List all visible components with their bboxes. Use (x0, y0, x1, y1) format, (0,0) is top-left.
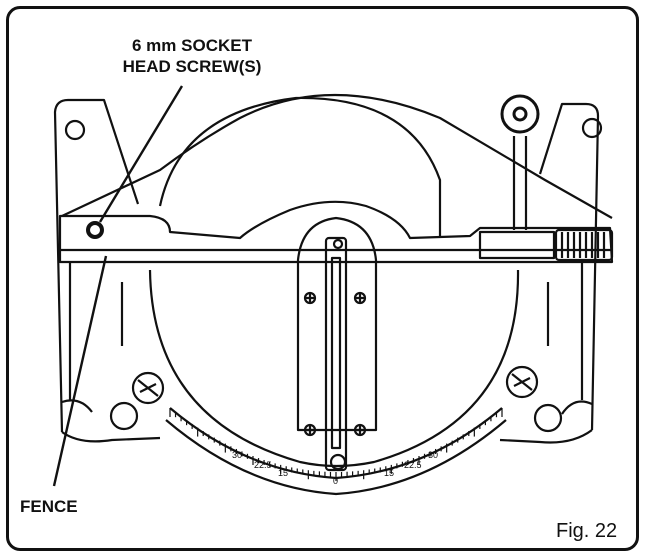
plate-screw (303, 291, 317, 305)
fence-leader-line (52, 255, 108, 487)
socket-screw-label-line2: HEAD SCREW(S) (122, 57, 262, 76)
socket-screw-callout: 6 mm SOCKET HEAD SCREW(S) (92, 35, 292, 77)
right-ear-hole-top (581, 117, 603, 139)
left-ear-hole-bottom (109, 401, 139, 431)
plate-screw (303, 423, 317, 437)
scale-label: 30 (428, 450, 438, 460)
left-mounting-ear (53, 98, 140, 433)
plate-screw (353, 423, 367, 437)
right-mounting-ear (538, 102, 600, 431)
screw-leader-line (98, 85, 184, 223)
scale-label: 22.5 (254, 460, 272, 470)
scale-label: 30 (232, 450, 242, 460)
scale-label: 0 (333, 476, 338, 486)
fence-body (58, 200, 614, 264)
blade-slot-plate (296, 216, 378, 432)
fence-label: FENCE (20, 497, 78, 516)
socket-screw-label-line1: 6 mm SOCKET (132, 36, 252, 55)
scale-label: 15 (384, 468, 394, 478)
left-ear-hole-top (64, 119, 86, 141)
socket-head-screw (86, 221, 104, 239)
figure-frame (6, 6, 639, 551)
right-ear-hole-bottom (533, 403, 563, 433)
fence-clamp-knob (554, 228, 614, 262)
right-miter-knob (505, 365, 539, 399)
figure-caption: Fig. 22 (556, 520, 618, 542)
bevel-knob (500, 94, 540, 134)
rotating-table (148, 269, 520, 468)
left-miter-knob (131, 371, 165, 405)
scale-label: 22.5 (404, 460, 422, 470)
plate-screw (353, 291, 367, 305)
scale-label: 15 (278, 468, 288, 478)
arbor-dome (158, 96, 442, 236)
miter-scale-ticks (169, 408, 503, 481)
